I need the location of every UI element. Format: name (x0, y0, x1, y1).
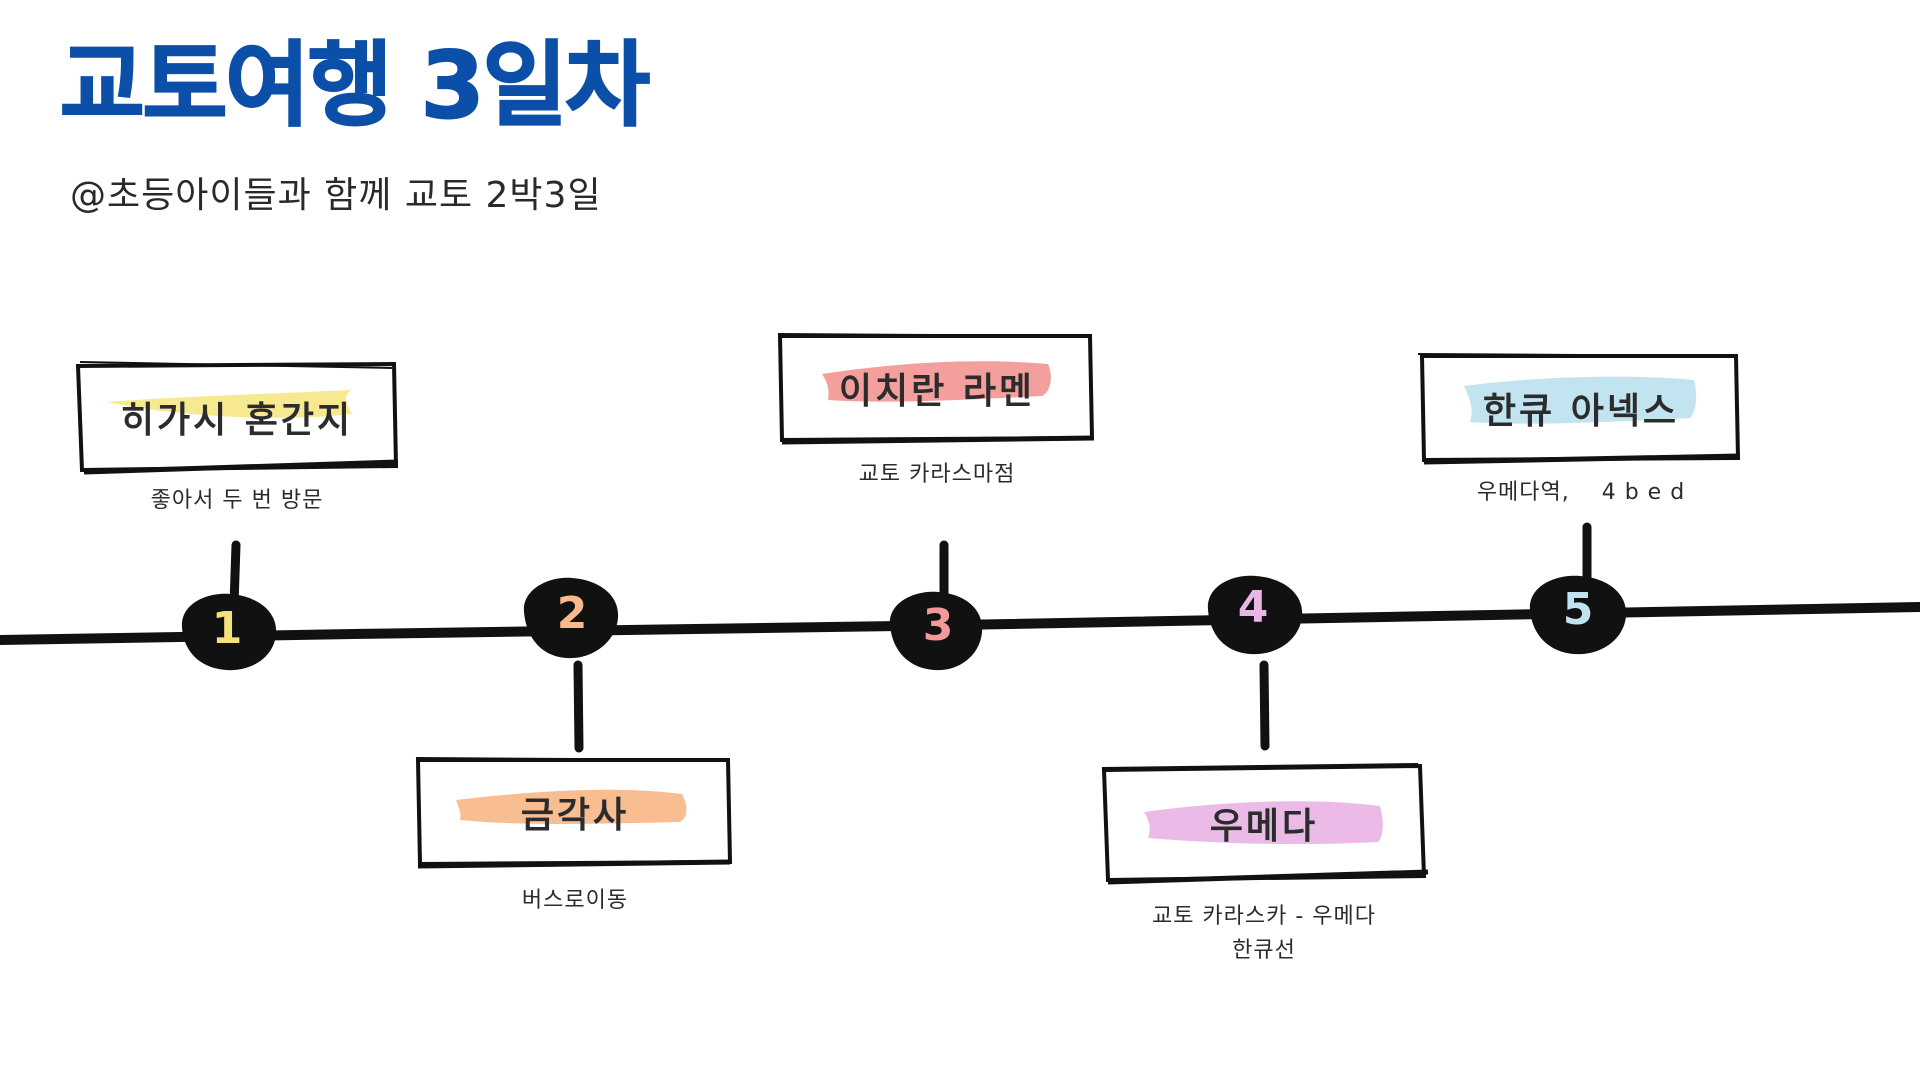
stop-note-1: 좋아서 두 번 방문 (150, 488, 324, 513)
box-1-frame (75, 361, 399, 475)
stop-name-2: 금각사 (520, 795, 630, 836)
node-3: 3 (889, 591, 983, 671)
stop-card-1: 히가시 혼간지 (80, 366, 394, 468)
node-4: 4 (1207, 575, 1303, 655)
stop-name-5: 한큐 아넥스 (1482, 391, 1680, 432)
stop-card-4: 우메다 (1106, 768, 1422, 878)
stop-name-3: 이치란 라멘 (838, 371, 1036, 412)
page-subtitle: @초등아이들과 함께 교토 2박3일 (70, 175, 602, 216)
stop-note-3: 교토 카라스마점 (858, 462, 1016, 487)
node-1: 1 (181, 593, 277, 671)
node-2: 2 (523, 577, 619, 659)
page-title: 교토여행 3일차 (59, 32, 651, 139)
connector-2 (573, 660, 584, 753)
node-number-5: 5 (1563, 584, 1594, 635)
box-2-frame (415, 757, 733, 869)
stop-card-2: 금각사 (420, 760, 730, 864)
node-5: 5 (1529, 575, 1627, 655)
connector-4 (1259, 660, 1270, 751)
node-number-1: 1 (212, 603, 243, 654)
node-number-2: 2 (557, 588, 588, 639)
node-number-3: 3 (923, 600, 954, 651)
stop-name-4: 우메다 (1209, 806, 1319, 847)
stop-name-1: 히가시 혼간지 (120, 400, 354, 441)
stop-card-5: 한큐 아넥스 (1424, 356, 1738, 460)
box-4-frame (1101, 763, 1429, 885)
stop-note-4: 교토 카라스카 - 우메다 (1151, 904, 1377, 929)
stop-note-5: 우메다역, 4 b e d (1476, 480, 1686, 505)
box-3-frame (777, 333, 1095, 445)
node-number-4: 4 (1238, 582, 1269, 633)
stop-note-2: 버스로이동 (521, 888, 629, 913)
box-5-frame (1417, 353, 1741, 465)
stop-note-4-line2: 한큐선 (1232, 938, 1296, 963)
stop-card-3: 이치란 라멘 (782, 336, 1092, 440)
